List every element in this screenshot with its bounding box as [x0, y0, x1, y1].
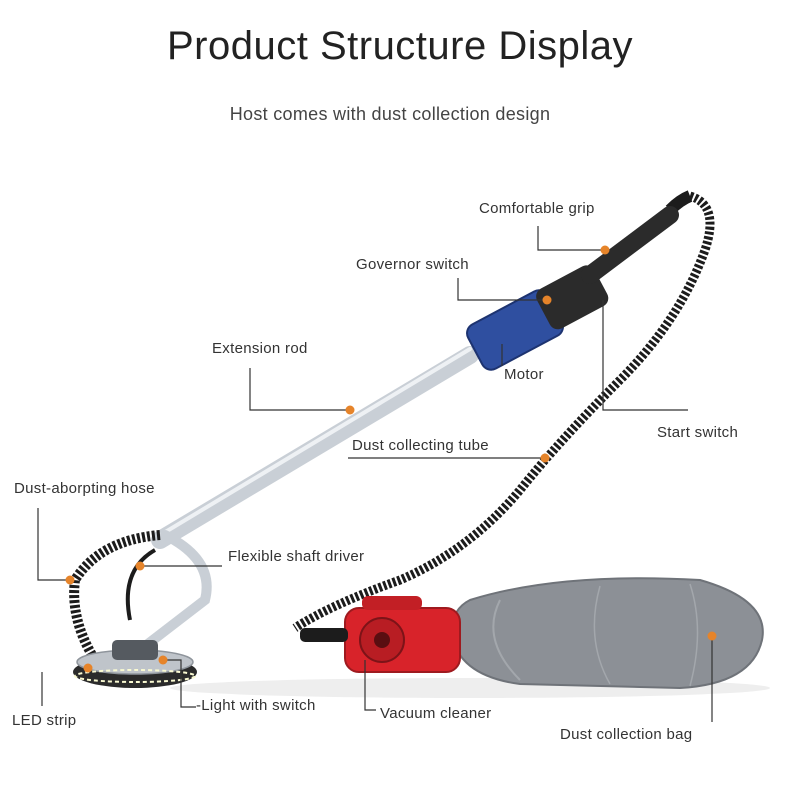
- leader-extension-rod: [249, 368, 350, 411]
- label-dust-absorbing-hose: Dust-aborpting hose: [14, 480, 155, 497]
- label-dust-collecting-tube: Dust collecting tube: [352, 437, 489, 454]
- dust-collecting-tube-shape: [292, 191, 715, 632]
- leader-governor-switch: [457, 278, 545, 301]
- extension-rod-shape: [151, 346, 479, 549]
- leader-comfortable-grip: [537, 226, 605, 251]
- extension-rod-highlight: [160, 347, 472, 536]
- vacuum-nozzle: [300, 628, 348, 642]
- label-led-strip: LED strip: [12, 712, 77, 729]
- vacuum-handle: [362, 596, 422, 610]
- label-light-with-switch: -Light with switch: [196, 697, 316, 714]
- bag-seam-2: [593, 585, 611, 685]
- dot-governor-switch: [542, 295, 552, 305]
- dot-light-switch: [158, 655, 168, 665]
- callout-dots: [65, 245, 717, 673]
- led-strip-shape: [74, 669, 196, 683]
- label-flexible-shaft-driver: Flexible shaft driver: [228, 548, 365, 565]
- dot-extension-rod: [345, 405, 355, 415]
- dust-collection-bag-shape: [450, 577, 764, 690]
- bag-seam-3: [689, 583, 699, 687]
- bag-seam: [492, 599, 521, 681]
- leader-dust-absorbing-hose: [37, 508, 70, 581]
- dot-dust-collecting-tube: [540, 453, 550, 463]
- label-start-switch: Start switch: [657, 424, 739, 441]
- dot-flexible-shaft: [135, 561, 145, 571]
- label-dust-collection-bag: Dust collection bag: [560, 726, 693, 743]
- label-extension-rod: Extension rod: [212, 340, 308, 357]
- label-vacuum-cleaner: Vacuum cleaner: [380, 705, 492, 722]
- label-governor-switch: Governor switch: [356, 256, 469, 273]
- label-comfortable-grip: Comfortable grip: [479, 200, 595, 217]
- leader-lines: [37, 226, 713, 722]
- dot-dust-absorbing-hose: [65, 575, 75, 585]
- leader-start-switch: [602, 300, 688, 411]
- dot-comfortable-grip: [600, 245, 610, 255]
- leader-vacuum-cleaner: [364, 660, 376, 711]
- grip-shape: [581, 206, 679, 284]
- dust-absorbing-hose-shape: [69, 530, 161, 663]
- page-title: Product Structure Display: [166, 24, 633, 68]
- sanding-head-hub: [112, 640, 158, 660]
- leader-light-switch: [163, 659, 196, 708]
- bent-shaft: [135, 530, 212, 655]
- page-subtitle: Host comes with dust collection design: [229, 104, 551, 124]
- dot-dust-bag: [707, 631, 717, 641]
- flexible-shaft-cable: [125, 548, 157, 621]
- dot-led-strip: [83, 663, 93, 673]
- label-motor: Motor: [504, 366, 544, 383]
- vacuum-fan-center: [374, 632, 390, 648]
